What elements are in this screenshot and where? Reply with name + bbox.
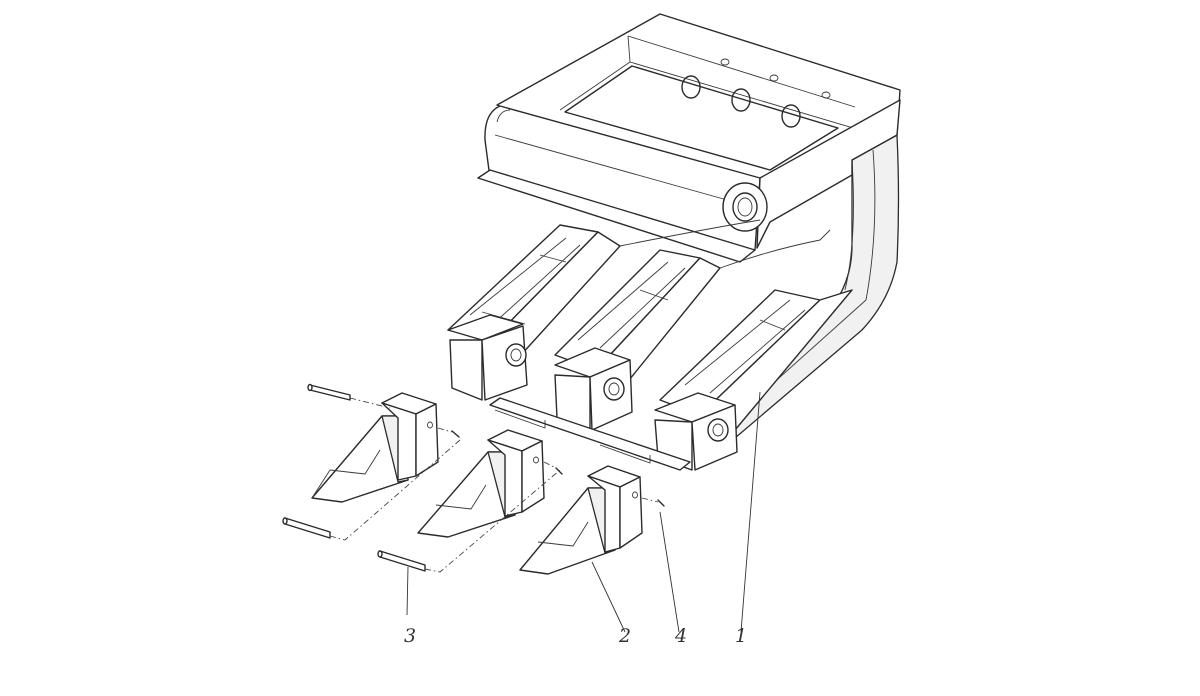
pin-middle <box>282 517 331 539</box>
pin-top <box>307 383 351 401</box>
assembly-lines <box>329 397 659 573</box>
ripper-frame <box>447 13 901 471</box>
pin-bottom <box>377 550 426 572</box>
callout-4: 4 <box>674 625 687 647</box>
callout-3: 3 <box>404 625 416 647</box>
callout-1: 1 <box>735 625 747 647</box>
leader-lines <box>406 391 761 633</box>
tooth-middle <box>417 429 545 538</box>
tooth-left <box>311 392 439 503</box>
callout-2: 2 <box>618 625 631 647</box>
tooth-right <box>519 465 643 575</box>
